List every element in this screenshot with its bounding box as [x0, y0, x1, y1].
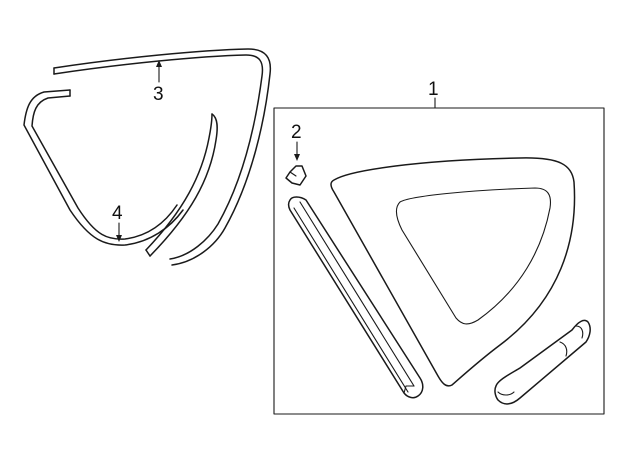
trim-strip: [145, 113, 218, 257]
garnish-strip: [287, 196, 424, 399]
callout-2-label: 2: [291, 122, 302, 143]
callout-3: 3: [153, 60, 164, 105]
callout-4-label: 4: [112, 203, 123, 224]
callout-1-label: 1: [428, 79, 439, 100]
quarter-glass: [330, 157, 576, 387]
assembly-box: 1: [273, 79, 605, 415]
glass-run-channel: [23, 89, 184, 246]
callout-3-label: 3: [153, 84, 164, 105]
lower-molding: [494, 319, 591, 405]
callout-4: 4: [112, 203, 123, 242]
retainer-clip: [285, 165, 307, 186]
callout-2: 2: [291, 122, 302, 161]
weatherstrip-molding: [53, 48, 272, 266]
